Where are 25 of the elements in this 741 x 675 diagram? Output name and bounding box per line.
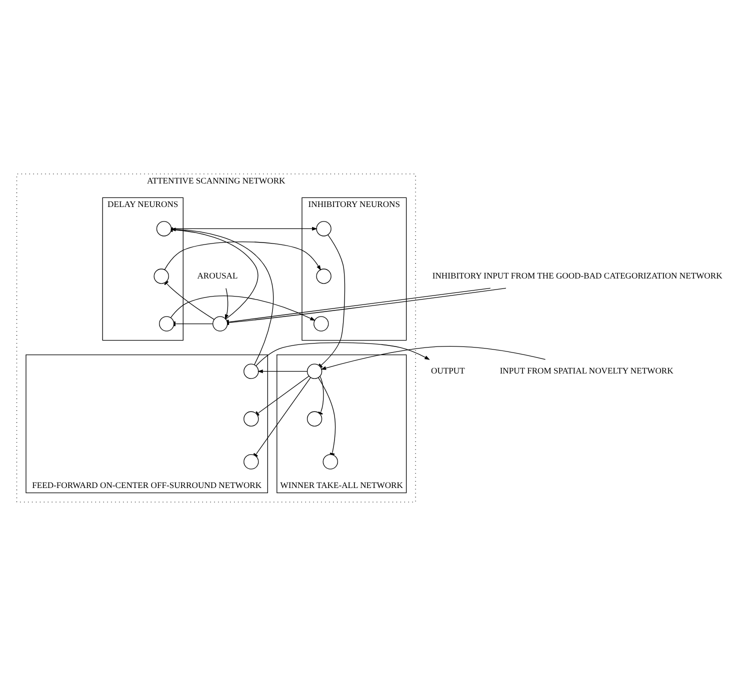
arrow: [164, 240, 322, 270]
node-circle: [316, 220, 332, 236]
connector: [318, 234, 346, 368]
connector: [318, 375, 324, 414]
arrow: [170, 295, 316, 320]
cluster: FEED-FORWARD ON-CENTER OFF-SURROUND NETWORK: [26, 354, 268, 493]
cluster: INHIBITORY NEURONS: [302, 196, 407, 340]
node-text: AROUSAL: [197, 270, 238, 280]
connector: [318, 376, 336, 455]
arrow: [258, 368, 308, 373]
connector: [256, 375, 310, 416]
cluster: DELAY NEURONS: [102, 196, 184, 340]
arrow: [256, 342, 430, 366]
node-circle: [322, 454, 338, 469]
node-circle: [244, 363, 259, 378]
node-circle: [212, 316, 228, 331]
arrow: [320, 346, 546, 370]
node-text: INPUT FROM SPATIAL NOVELTY NETWORK: [500, 365, 674, 376]
connector: [164, 280, 214, 320]
arrow: [224, 288, 228, 320]
node-text: INHIBITORY INPUT FROM THE GOOD-BAD CATEGORIZATION NETWORK: [432, 270, 722, 280]
node-circle: [314, 316, 329, 331]
cluster: WINNER TAKE-ALL NETWORK: [276, 354, 407, 493]
node-text: OUTPUT: [430, 365, 465, 376]
node-circle: [316, 268, 332, 284]
